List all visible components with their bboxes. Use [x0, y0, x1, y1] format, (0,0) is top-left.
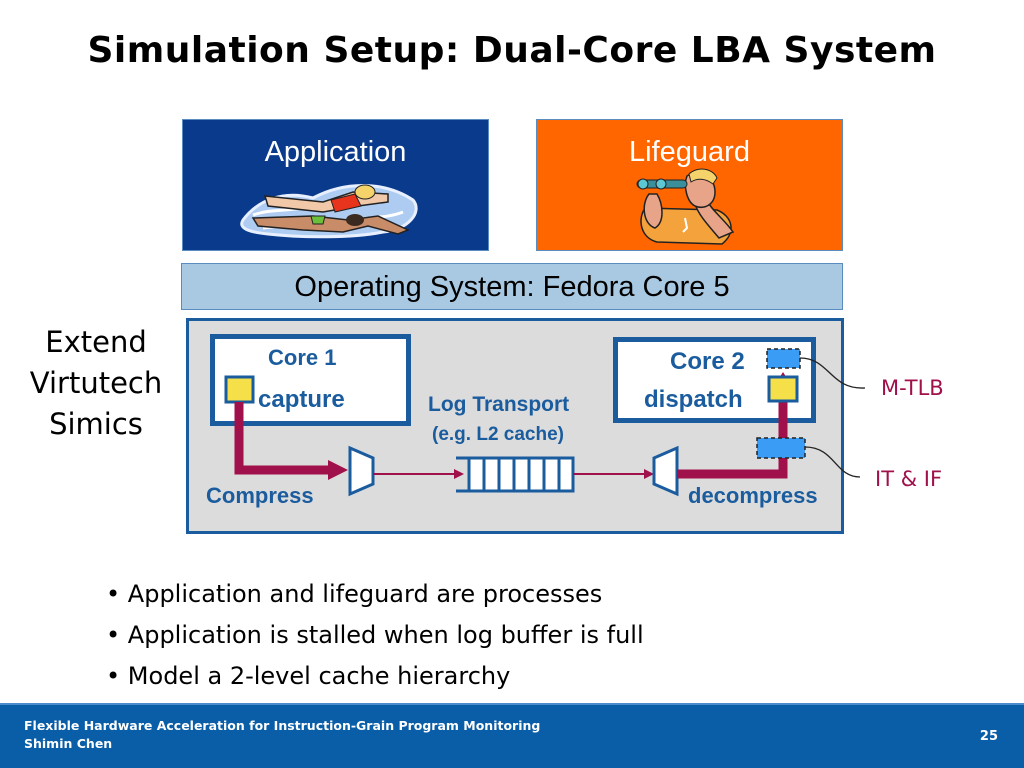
capture-unit	[224, 375, 255, 404]
itif-leader-line	[804, 446, 861, 478]
it-if-unit	[756, 437, 806, 459]
core2-dispatch-label: dispatch	[644, 386, 743, 413]
compress-to-log-arrowhead	[454, 469, 464, 479]
bullet-text: Application and lifeguard are processes	[127, 580, 603, 608]
compressor-icon	[348, 445, 375, 497]
lifeguard-box: Lifeguard	[536, 119, 843, 251]
dispatch-path	[677, 385, 788, 479]
mtlb-callout: M-TLB	[881, 376, 944, 400]
lifeguard-label: Lifeguard	[629, 136, 750, 168]
log-buffer	[456, 456, 575, 493]
core1-capture-label: capture	[258, 386, 345, 413]
log-to-decompress-arrowhead	[644, 469, 654, 479]
compress-label: Compress	[206, 483, 314, 508]
decompressor-icon	[652, 445, 679, 497]
dispatch-unit	[767, 375, 799, 403]
log-transport-title: Log Transport	[428, 393, 570, 416]
bullet-item: • Application is stalled when log buffer…	[106, 621, 644, 649]
footer-author: Shimin Chen	[24, 736, 113, 751]
application-box: Application	[182, 119, 489, 251]
slide-title: Simulation Setup: Dual-Core LBA System	[87, 30, 937, 71]
core1-title: Core 1	[268, 345, 337, 370]
mtlb-unit	[766, 348, 801, 369]
footer-title: Flexible Hardware Acceleration for Instr…	[24, 718, 541, 733]
mtlb-leader-line	[799, 357, 866, 389]
simics-label-line: Virtutech	[29, 366, 163, 400]
swimmers-icon	[240, 184, 418, 239]
bullet-list: • Application and lifeguard are processe…	[106, 574, 644, 697]
footer-text: Flexible Hardware Acceleration for Instr…	[24, 717, 540, 753]
simics-label-line: Extend	[45, 325, 147, 359]
simics-label: Extend Virtutech Simics	[6, 322, 186, 445]
itif-callout: IT & IF	[875, 467, 943, 491]
capture-path	[234, 402, 330, 475]
footer: Flexible Hardware Acceleration for Instr…	[0, 703, 1024, 768]
core2-title: Core 2	[670, 348, 745, 375]
bullet-item: • Application and lifeguard are processe…	[106, 580, 603, 608]
capture-arrowhead	[328, 460, 348, 480]
bullet-item: • Model a 2-level cache hierarchy	[106, 662, 511, 690]
decompress-label: decompress	[688, 483, 818, 508]
os-bar: Operating System: Fedora Core 5	[181, 263, 843, 310]
log-transport-subtitle: (e.g. L2 cache)	[432, 424, 564, 445]
bullet-text: Application is stalled when log buffer i…	[127, 621, 644, 649]
simics-label-line: Simics	[49, 407, 143, 441]
lifeguard-binoculars-icon	[636, 168, 735, 245]
page-number: 25	[979, 729, 998, 744]
application-label: Application	[264, 136, 407, 168]
bullet-text: Model a 2-level cache hierarchy	[127, 662, 511, 690]
